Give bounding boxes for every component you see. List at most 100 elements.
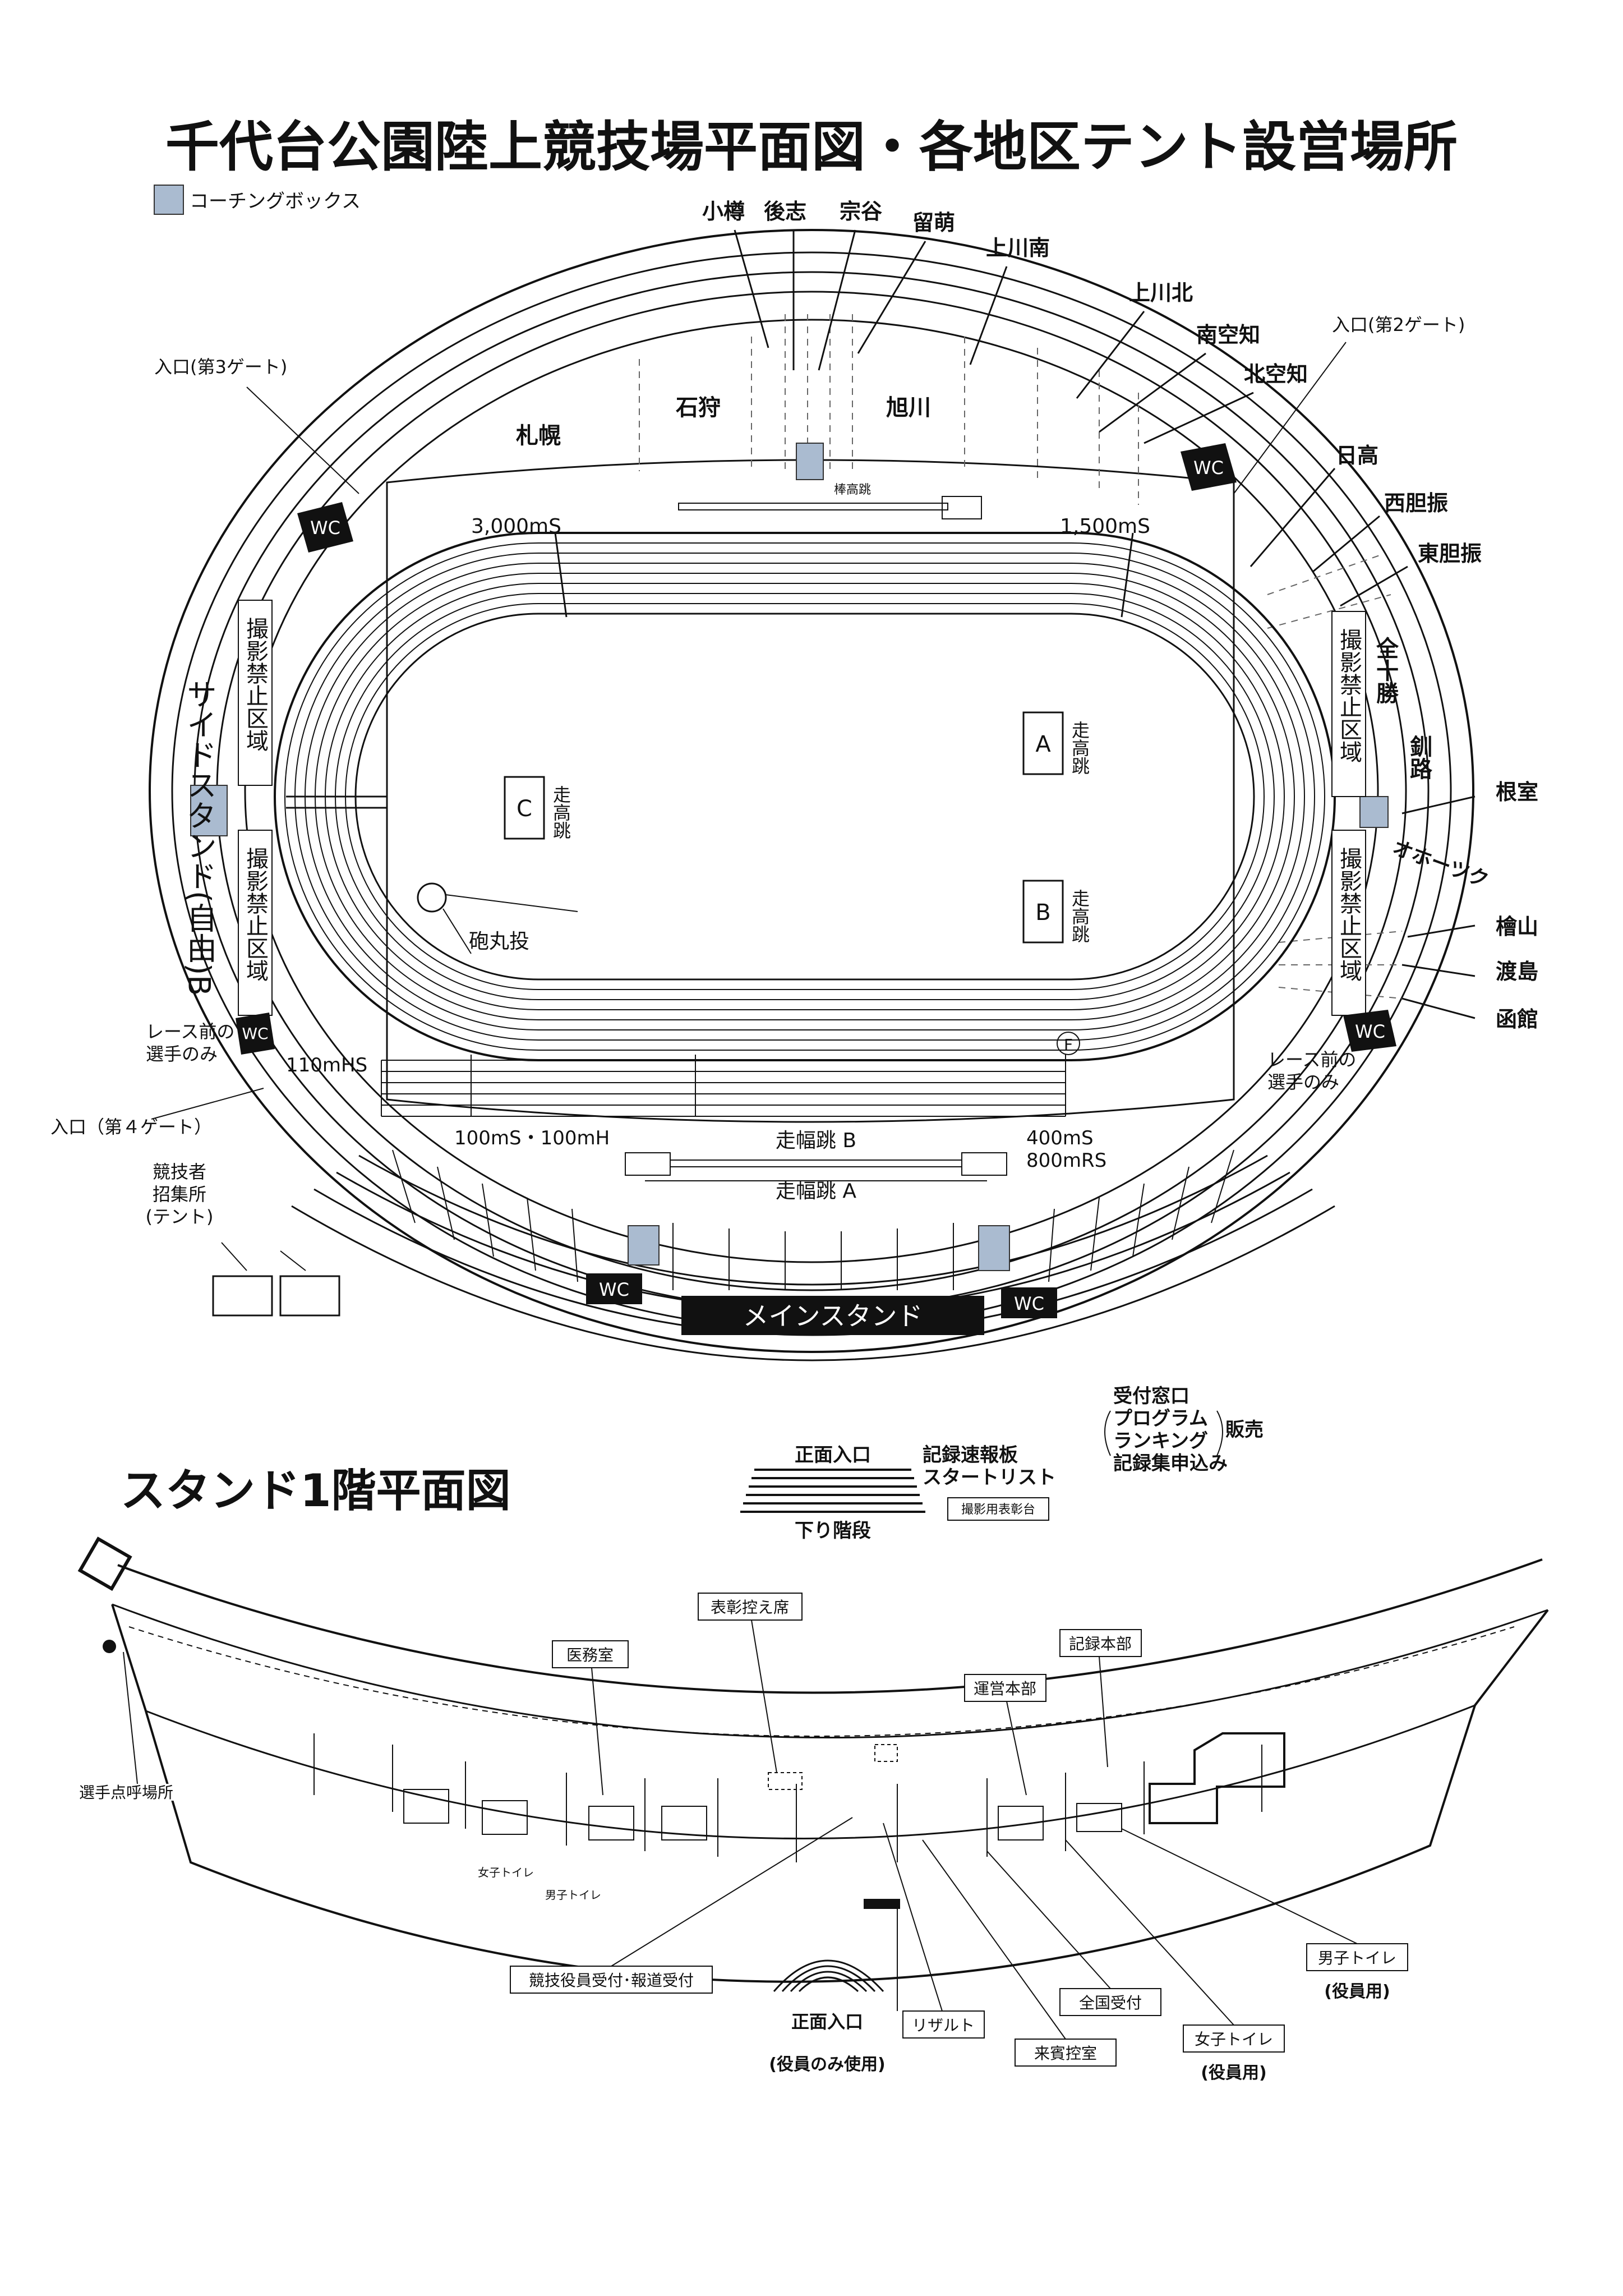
floor-men-wc-label: 男子トイレ (545, 1888, 601, 1902)
no-photo-zone-right-bottom: 撮影禁止区域 (1331, 830, 1366, 1016)
floor-medical-label: 医務室 (566, 1646, 614, 1664)
start-list-label: スタートリスト (923, 1466, 1056, 1489)
floor-ops-hq-label: 運営本部 (974, 1680, 1036, 1698)
svg-text:上川南: 上川南 (986, 236, 1050, 260)
label-1500ms: 1,500mS (1060, 515, 1150, 538)
svg-text:撮影禁止区域: 撮影禁止区域 (242, 617, 268, 752)
no-photo-zone-right-top: 撮影禁止区域 (1331, 611, 1366, 797)
finish-mark-letter: F (1064, 1036, 1073, 1054)
straight-extension (286, 532, 1134, 1117)
call-area-label-2: 招集所 (153, 1184, 206, 1205)
pole-vault-label: 棒高跳 (834, 483, 871, 497)
svg-text:上川北: 上川北 (1129, 280, 1193, 305)
no-photo-zone-left-top: 撮影禁止区域 (238, 600, 273, 786)
field-apron (386, 459, 1235, 1123)
high-jump-area-a (1022, 711, 1064, 775)
reception-window-label: 受付窓口 (1113, 1385, 1189, 1407)
floor-officials-use-2: (役員用) (1201, 2063, 1266, 2083)
svg-text:釧路: 釧路 (1406, 735, 1432, 780)
race-only-left-1: レース前の (146, 1021, 234, 1042)
gate-2-label: 入口(第2ゲート) (1332, 314, 1465, 335)
high-jump-c-label: 走高跳 (550, 785, 571, 839)
high-jump-b-letter: B (1035, 900, 1050, 926)
coaching-box-left (190, 785, 228, 836)
svg-text:根室: 根室 (1496, 780, 1538, 804)
coaching-box-right (1359, 796, 1389, 828)
no-photo-zone-left-bottom: 撮影禁止区域 (238, 830, 273, 1016)
label-800mrs: 800mRS (1026, 1149, 1106, 1172)
down-stairs (740, 1469, 925, 1513)
long-jump-b-label: 走幅跳 B (776, 1129, 856, 1152)
coaching-box-legend-label: コーチングボックス (190, 190, 361, 213)
pole-vault-pit (942, 496, 982, 519)
race-only-left-2: 選手のみ (146, 1043, 218, 1065)
district-arrows-right (1249, 468, 1476, 1019)
svg-text:日高: 日高 (1336, 443, 1378, 468)
coaching-box-top (796, 443, 824, 480)
call-place-marker (103, 1640, 116, 1653)
floor-main-entrance-label: 正面入口 (791, 2011, 863, 2032)
label-110mhs: 110mHS (286, 1054, 367, 1076)
wc-marker-right: WC (1343, 1010, 1396, 1052)
high-jump-c-letter: C (517, 796, 532, 822)
coaching-box-bottom-left (628, 1225, 660, 1266)
floor-plan-title: スタンド1階平面図 (121, 1465, 511, 1517)
district-labels-top: 小樽 後志 宗谷 留萌 上川南 上川北 南空知 北空知 (702, 199, 1308, 386)
record-apply-label: 記録集申込み (1113, 1452, 1228, 1475)
long-jump-b-pit-right (961, 1152, 1007, 1176)
high-jump-a-label: 走高跳 (1069, 721, 1090, 775)
record-board-label: 記録速報板 (923, 1444, 1018, 1466)
floor-call-place-label: 選手点呼場所 (79, 1783, 173, 1802)
gate-4-label: 入口（第４ゲート） (50, 1116, 212, 1138)
svg-text:全十勝: 全十勝 (1372, 636, 1399, 705)
sale-label: 販売 (1225, 1419, 1264, 1441)
floor-record-hq-label: 記録本部 (1069, 1635, 1132, 1653)
svg-text:WC: WC (242, 1024, 268, 1043)
long-jump-a-label: 走幅跳 A (776, 1180, 856, 1203)
main-stand-block: メインスタンド (681, 1296, 984, 1335)
high-jump-area-c (504, 776, 545, 840)
floor-women-wc-label: 女子トイレ (478, 1866, 534, 1879)
photo-podium-box (947, 1497, 1049, 1521)
svg-text:函館: 函館 (1496, 1007, 1538, 1032)
photo-podium-label: 撮影用表彰台 (961, 1503, 1035, 1517)
main-entrance-label: 正面入口 (795, 1444, 871, 1466)
call-tent-1 (212, 1275, 273, 1317)
shot-put-circle (417, 882, 447, 913)
label-100m: 100mS・100mH (454, 1127, 610, 1149)
wc-marker-bottom-right: WC (1001, 1287, 1057, 1318)
stadium-outline (149, 229, 1474, 1361)
label-400ms: 400mS (1026, 1127, 1094, 1149)
high-jump-area-b (1022, 880, 1064, 944)
wc-marker-top-left: WC (297, 502, 353, 553)
svg-text:WC: WC (1355, 1021, 1385, 1042)
race-only-right-2: 選手のみ (1267, 1071, 1339, 1093)
svg-text:WC: WC (1014, 1293, 1044, 1314)
wc-marker-left: WC (236, 1013, 275, 1055)
high-jump-b-label: 走高跳 (1069, 889, 1090, 943)
call-tent-2 (279, 1275, 340, 1317)
floor-plan-rooms (313, 1733, 1262, 1862)
floor-officials-use-1: (役員用) (1324, 1982, 1390, 2001)
call-area-label-3: (テント) (146, 1206, 214, 1227)
svg-text:メインスタンド: メインスタンド (743, 1301, 923, 1331)
floor-officials-reception-label: 競技役員受付･報道受付 (529, 1971, 694, 1990)
side-stand-label: サイドスタンド(自由)B (182, 679, 217, 996)
down-stairs-label: 下り階段 (795, 1520, 871, 1542)
call-area-label-1: 競技者 (153, 1161, 206, 1182)
high-jump-a-letter: A (1035, 731, 1051, 757)
svg-text:東胆振: 東胆振 (1418, 541, 1482, 566)
floor-result-label: リザルト (912, 2016, 975, 2035)
shot-put-label: 砲丸投 (469, 930, 529, 953)
coaching-box-bottom-right (978, 1225, 1010, 1271)
floor-main-entrance-steps (773, 1959, 884, 1993)
floor-labels: 表彰控え席 医務室 記録本部 運営本部 選手点呼場所 女子トイレ 男子トイレ 競… (79, 1598, 1396, 2083)
floor-men-wc-officials-label: 男子トイレ (1318, 1949, 1396, 1967)
wc-marker-bottom-left: WC (586, 1273, 642, 1304)
floor-callouts (62, 1593, 1408, 2067)
svg-text:撮影禁止区域: 撮影禁止区域 (1336, 847, 1362, 982)
svg-text:WC: WC (1193, 457, 1224, 478)
svg-text:北空知: 北空知 (1244, 362, 1308, 386)
district-sapporo: 札幌 (516, 423, 561, 449)
svg-text:WC: WC (310, 517, 340, 539)
